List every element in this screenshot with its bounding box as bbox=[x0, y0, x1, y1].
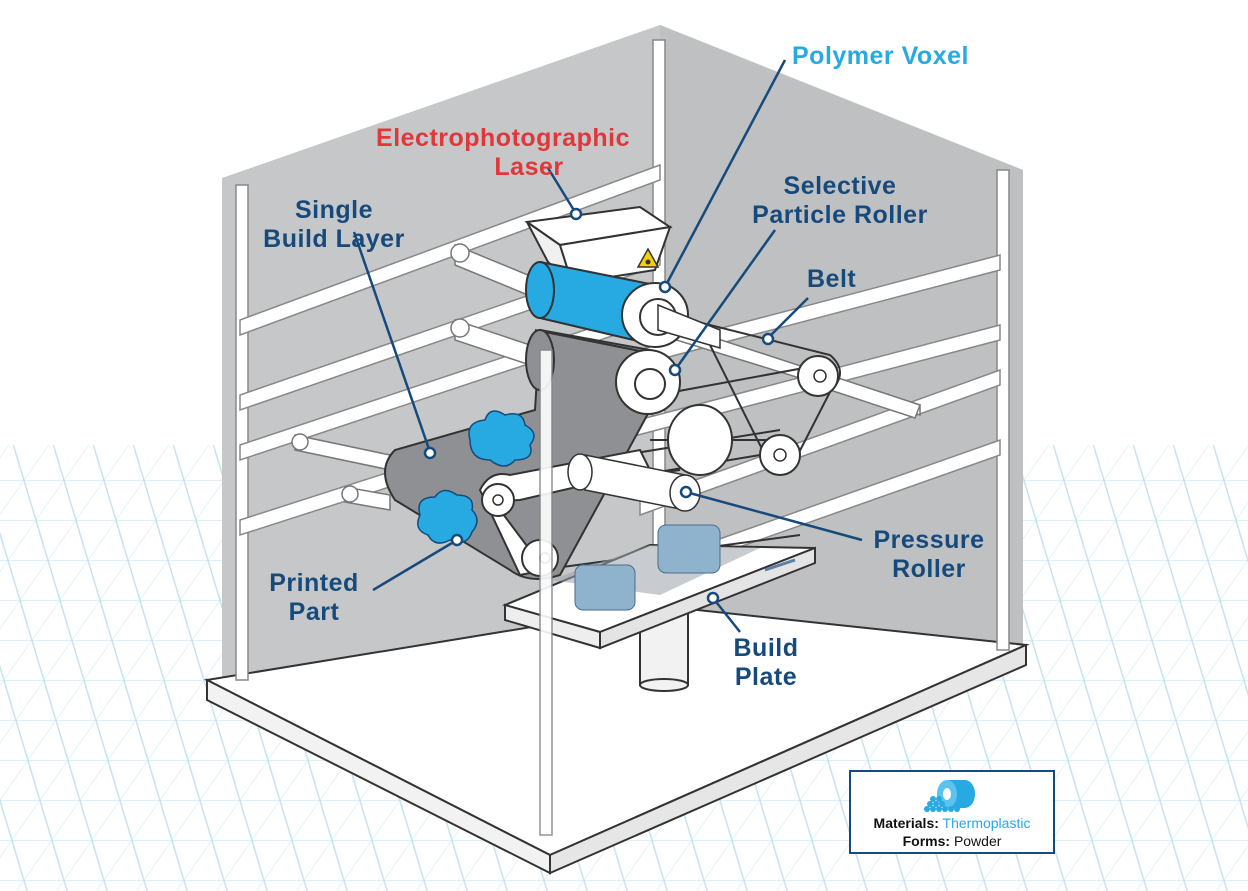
selective-roller bbox=[615, 349, 681, 415]
label-single-build-layer: Single Build Layer bbox=[255, 196, 413, 254]
label-laser-line1: Electrophotographic bbox=[376, 124, 630, 152]
leader-lines bbox=[352, 59, 863, 633]
label-selective-line2: Particle Roller bbox=[752, 201, 928, 229]
label-belt: Belt bbox=[807, 265, 857, 293]
label-pressure-line1: Pressure bbox=[873, 526, 985, 554]
polymer-drum bbox=[525, 261, 721, 349]
post-front-left bbox=[539, 349, 553, 836]
post-back-left bbox=[235, 184, 249, 681]
legend-forms-row: Forms: Powder bbox=[851, 832, 1053, 850]
label-single-line1: Single bbox=[294, 196, 373, 224]
label-selective-roller: Selective Particle Roller bbox=[740, 172, 940, 230]
label-selective-line1: Selective bbox=[783, 172, 897, 200]
filament-spool-powder-icon bbox=[924, 780, 975, 812]
label-laser: Electrophotographic Laser bbox=[360, 124, 646, 182]
label-printed-line2: Part bbox=[288, 598, 340, 626]
legend-materials-row: Materials: Thermoplastic bbox=[851, 814, 1053, 832]
label-pressure-line2: Roller bbox=[892, 555, 966, 583]
base-front-right bbox=[549, 643, 1027, 875]
label-build-line2: Plate bbox=[734, 663, 798, 691]
legend-forms-key: Forms: bbox=[902, 833, 951, 849]
label-pressure-roller: Pressure Roller bbox=[868, 526, 990, 584]
legend-materials-key: Materials: bbox=[873, 815, 939, 831]
label-build-line1: Build bbox=[733, 634, 799, 662]
label-laser-line2: Laser bbox=[494, 153, 564, 181]
label-build-plate: Build Plate bbox=[724, 634, 808, 692]
label-polymer-voxel: Polymer Voxel bbox=[792, 42, 969, 70]
label-printed-line1: Printed bbox=[269, 569, 359, 597]
legend-materials-value: Thermoplastic bbox=[942, 815, 1031, 831]
label-single-line2: Build Layer bbox=[263, 225, 405, 253]
enclosure-right-wall bbox=[660, 25, 1023, 652]
materials-legend: Materials: Thermoplastic Forms: Powder bbox=[849, 770, 1055, 854]
label-printed-part: Printed Part bbox=[262, 569, 366, 627]
trefoil-parts bbox=[417, 410, 535, 544]
post-back-right bbox=[996, 169, 1010, 651]
leader-dots bbox=[423, 207, 775, 605]
laser-unit bbox=[524, 205, 673, 287]
legend-forms-value: Powder bbox=[953, 833, 1002, 849]
